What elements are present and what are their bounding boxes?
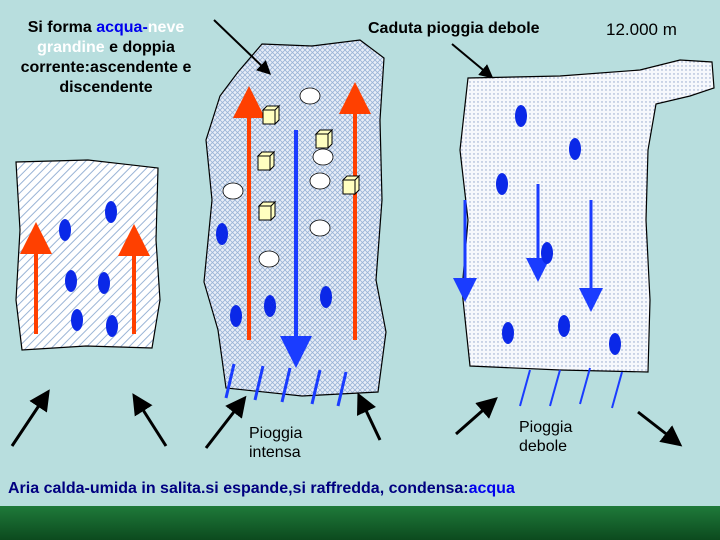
rain-drop — [71, 309, 83, 331]
rain-drop — [515, 105, 527, 127]
rain-drop — [609, 333, 621, 355]
label-pointers — [213, 19, 494, 79]
label-pioggia-debole: Pioggia debole — [519, 418, 572, 456]
hail-stone — [314, 128, 334, 150]
heavy-rain-streaks — [224, 363, 348, 407]
rain-drop — [105, 201, 117, 223]
label-caduta-pioggia: Caduta pioggia debole — [368, 20, 540, 37]
small-cumulus-cloud — [15, 159, 161, 351]
light-rain-streaks — [519, 367, 623, 409]
title-neve: neve — [147, 19, 185, 36]
title-line: corrente:ascendente e — [20, 59, 192, 76]
title-text: Si forma acqua-neve grandine e doppia co… — [0, 18, 212, 98]
caption-main: Aria calda-umida in salita.si espande,si… — [8, 480, 469, 497]
dissipating-anvil-cloud — [459, 59, 715, 373]
rain-drop — [59, 219, 71, 241]
hail-stone — [341, 174, 361, 196]
label-pioggia-intensa: Pioggia intensa — [249, 424, 302, 462]
rain-drop — [502, 322, 514, 344]
rain-drop — [216, 223, 228, 245]
snow-pellet — [258, 250, 280, 268]
rain-drop — [496, 173, 508, 195]
rain-drop — [106, 315, 118, 337]
hail-stone — [257, 200, 277, 222]
rain-drop — [541, 242, 553, 264]
title-dash: - — [142, 19, 148, 36]
caption: Aria calda-umida in salita.si espande,si… — [8, 480, 515, 498]
rain-drop — [65, 270, 77, 292]
rain-drop — [264, 295, 276, 317]
rain-drop — [98, 272, 110, 294]
wind-arrows — [10, 389, 683, 449]
snow-pellet — [309, 219, 331, 237]
rain-drop — [230, 305, 242, 327]
title-part: e doppia — [104, 39, 175, 56]
caption-acqua: acqua — [468, 480, 515, 497]
snow-pellet — [309, 172, 331, 190]
label-line: Pioggia — [519, 419, 573, 436]
rain-drop — [558, 315, 570, 337]
title-grandine: grandine — [37, 39, 105, 56]
label-line: Pioggia — [249, 425, 303, 442]
title-line: discendente — [59, 79, 153, 96]
title-acqua: acqua — [96, 19, 143, 36]
snow-pellet — [299, 87, 321, 105]
label-altitude: 12.000 m — [606, 20, 677, 39]
rain-drop — [569, 138, 581, 160]
snow-pellet — [222, 182, 244, 200]
hail-stone — [261, 104, 281, 126]
title-part: Si forma — [27, 19, 97, 36]
hail-stone — [256, 150, 276, 172]
footer-bar — [0, 506, 720, 540]
snow-pellet — [312, 148, 334, 166]
label-line: debole — [519, 438, 568, 455]
rain-drop — [320, 286, 332, 308]
label-line: intensa — [249, 444, 301, 461]
